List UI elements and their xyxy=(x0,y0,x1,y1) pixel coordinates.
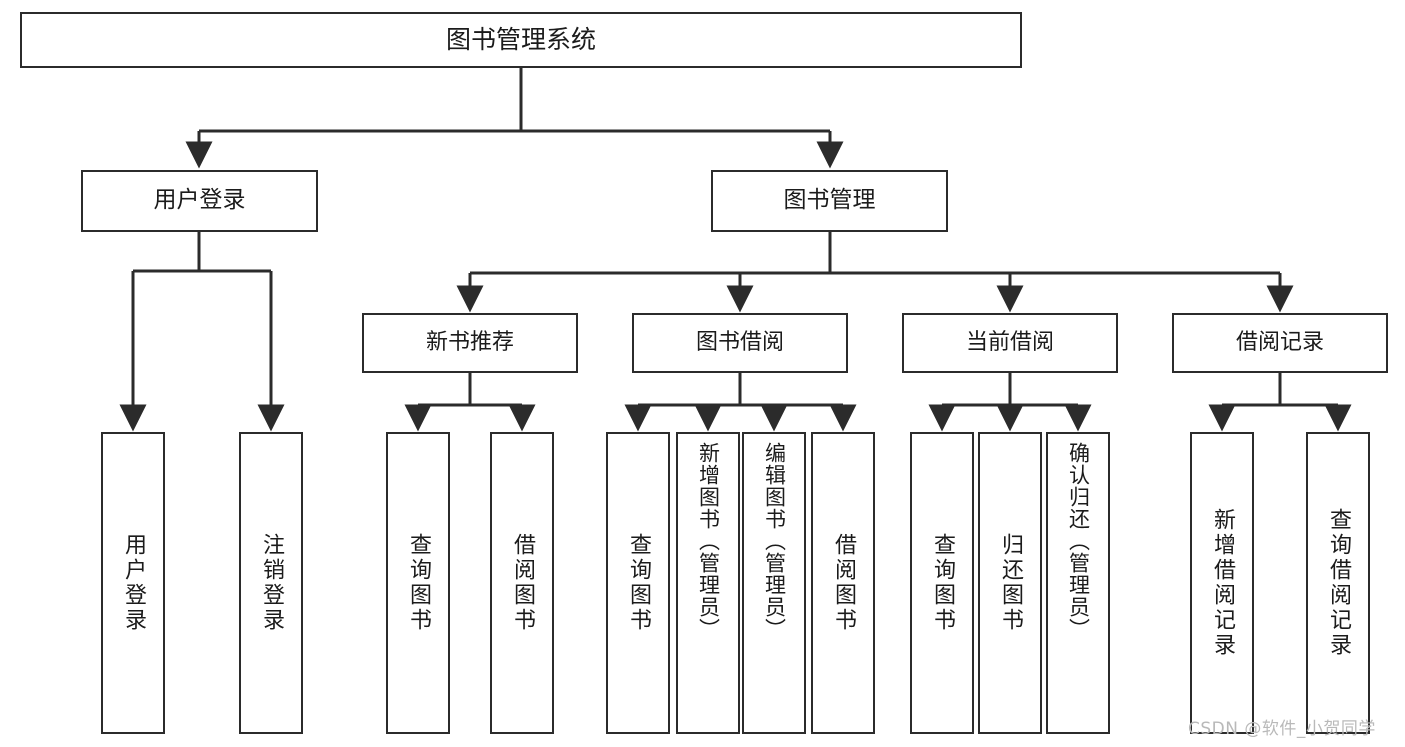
node-root-book-management-system[interactable]: 图书管理系统 xyxy=(20,12,1022,68)
node-label: 图书借阅 xyxy=(695,329,784,355)
leaf-user-login[interactable]: 用户登录 xyxy=(101,432,165,734)
leaf-current-query-books[interactable]: 查询图书 xyxy=(910,432,974,734)
node-label: 借阅记录 xyxy=(1235,329,1324,355)
node-label: 注销登录 xyxy=(259,533,284,633)
leaf-borrow-add-book-admin[interactable]: 新增图书（管理员） xyxy=(676,432,740,734)
node-label: 新书推荐 xyxy=(425,329,514,355)
leaf-borrow-lend-books[interactable]: 借阅图书 xyxy=(811,432,875,734)
node-borrow-record[interactable]: 借阅记录 xyxy=(1172,313,1388,373)
node-label: 查询借阅记录 xyxy=(1326,508,1351,658)
node-label: 新增借阅记录 xyxy=(1210,508,1235,658)
leaf-logout[interactable]: 注销登录 xyxy=(239,432,303,734)
node-label: 编辑图书（管理员） xyxy=(762,442,787,640)
leaf-borrow-query-books[interactable]: 查询图书 xyxy=(606,432,670,734)
node-label: 确认归还（管理员） xyxy=(1066,442,1091,640)
node-label: 用户登录 xyxy=(153,187,246,214)
node-book-management[interactable]: 图书管理 xyxy=(711,170,948,232)
csdn-watermark: CSDN @软件_小贺同学 xyxy=(1188,719,1376,739)
leaf-newbook-query-books[interactable]: 查询图书 xyxy=(386,432,450,734)
leaf-record-add-borrow-record[interactable]: 新增借阅记录 xyxy=(1190,432,1254,734)
node-user-login[interactable]: 用户登录 xyxy=(81,170,318,232)
node-label: 图书管理 xyxy=(783,187,876,214)
node-label: 图书管理系统 xyxy=(445,25,596,55)
node-label: 查询图书 xyxy=(930,533,955,633)
node-book-borrow[interactable]: 图书借阅 xyxy=(632,313,848,373)
leaf-newbook-borrow-books[interactable]: 借阅图书 xyxy=(490,432,554,734)
leaf-current-confirm-return-admin[interactable]: 确认归还（管理员） xyxy=(1046,432,1110,734)
leaf-record-query-borrow-record[interactable]: 查询借阅记录 xyxy=(1306,432,1370,734)
node-label: 查询图书 xyxy=(406,533,431,633)
node-current-borrow[interactable]: 当前借阅 xyxy=(902,313,1118,373)
leaf-current-return-books[interactable]: 归还图书 xyxy=(978,432,1042,734)
node-label: 当前借阅 xyxy=(965,329,1054,355)
node-label: 借阅图书 xyxy=(831,533,856,633)
node-label: 新增图书（管理员） xyxy=(696,442,721,640)
node-label: 借阅图书 xyxy=(510,533,535,633)
node-new-book-recommend[interactable]: 新书推荐 xyxy=(362,313,578,373)
node-label: 查询图书 xyxy=(626,533,651,633)
node-label: 用户登录 xyxy=(121,533,146,633)
node-label: 归还图书 xyxy=(998,533,1023,633)
leaf-borrow-edit-book-admin[interactable]: 编辑图书（管理员） xyxy=(742,432,806,734)
